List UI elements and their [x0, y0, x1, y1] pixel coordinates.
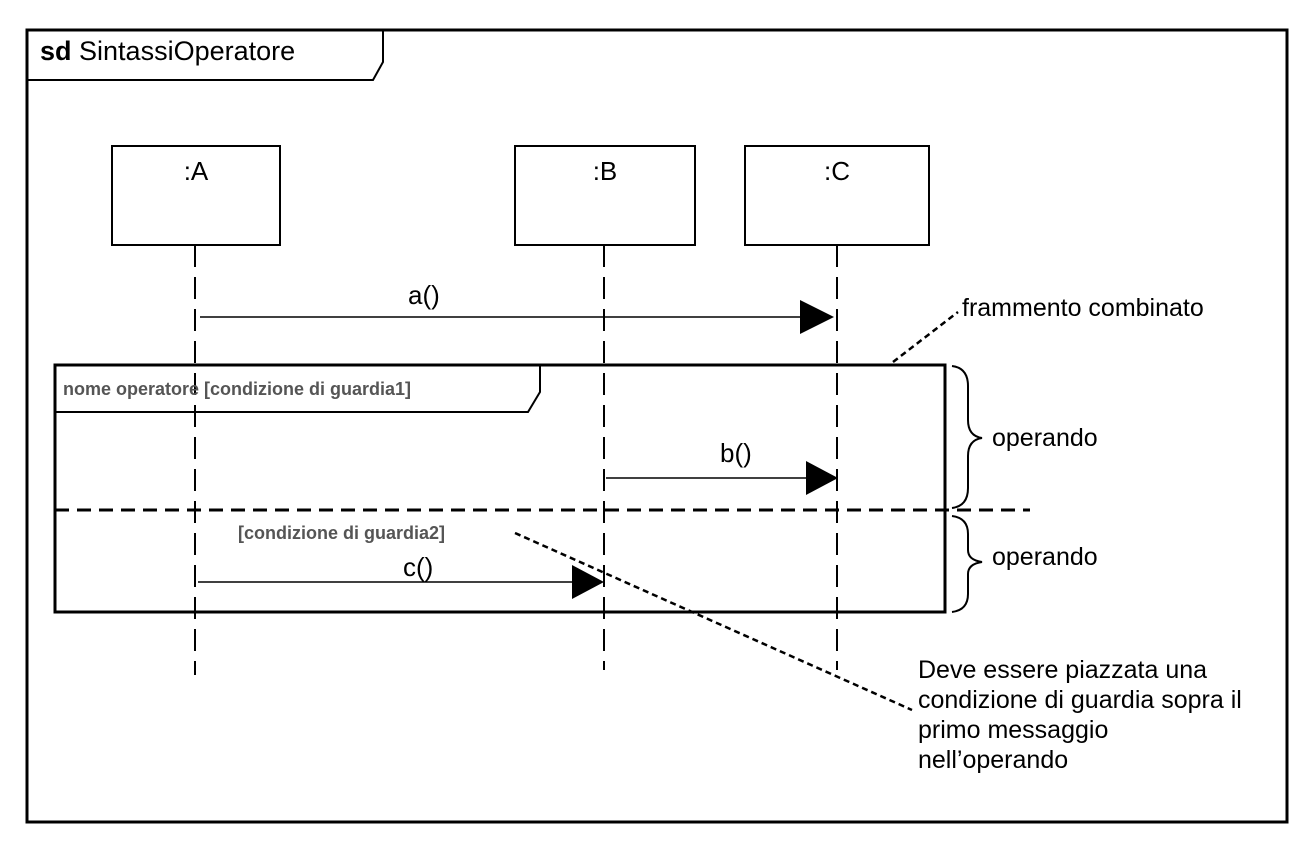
operand2-annotation: operando [992, 543, 1098, 571]
frame-title-tab [27, 30, 384, 81]
frame-name: SintassiOperatore [79, 36, 296, 66]
lifeline-b-head [514, 145, 696, 246]
fragment-operator-label: nome operatore [condizione di guardia1] [63, 379, 412, 399]
guard-note: Deve essere piazzata una condizione di g… [918, 656, 1242, 774]
lifeline-c-head [744, 145, 930, 246]
message-b-arrowhead [806, 461, 838, 495]
lifeline-b-label: :B [592, 156, 618, 186]
message-a-label: a() [408, 280, 440, 310]
lifeline-a-head [111, 145, 281, 246]
guard-note-connector [514, 531, 913, 712]
fragment-operator-tab [55, 365, 541, 413]
combined-fragment-box [53, 363, 947, 614]
message-b-label: b() [720, 438, 752, 468]
lifeline-c-label: :C [824, 156, 850, 186]
frame-keyword: sd [40, 36, 72, 66]
guard-condition-2: [condizione di guardia2] [238, 523, 446, 543]
operand1-brace [951, 365, 983, 509]
message-c-label: c() [403, 552, 434, 582]
message-a-arrowhead [800, 300, 834, 334]
frame-title: sd SintassiOperatore [40, 38, 295, 65]
combined-fragment-annotation: frammento combinato [962, 294, 1204, 322]
operand1-annotation: operando [992, 424, 1098, 452]
operand2-brace [951, 515, 983, 613]
message-c-arrowhead [572, 565, 604, 599]
lifeline-a-label: :A [183, 156, 209, 186]
outer-frame [25, 28, 1289, 824]
fragment-annotation-connector [892, 311, 959, 363]
